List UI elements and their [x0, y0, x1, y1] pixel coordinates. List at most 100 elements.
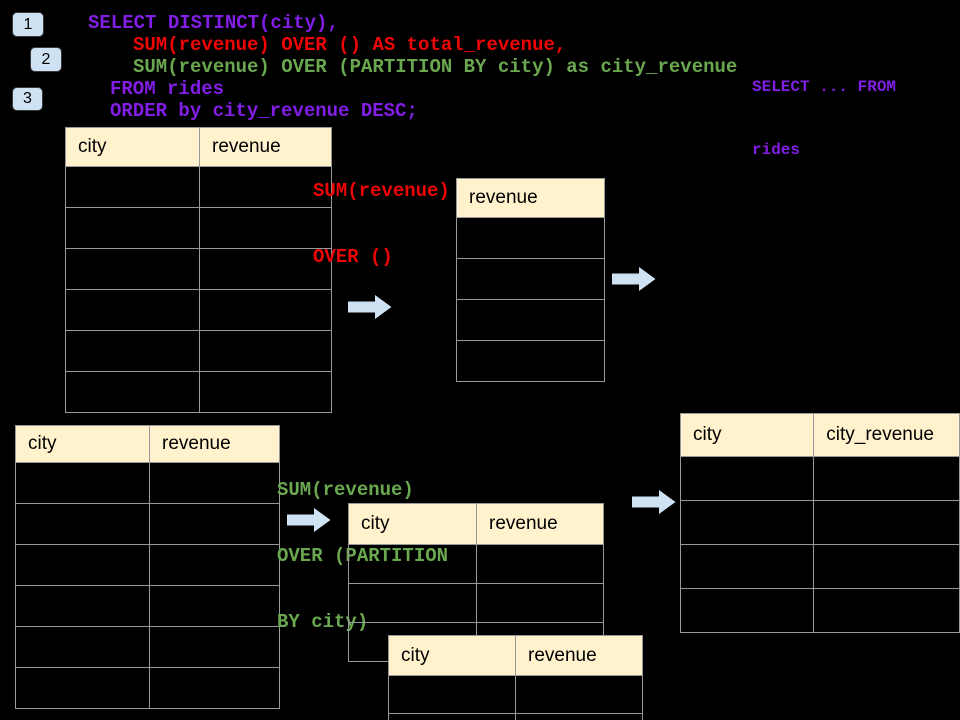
- sql-partition-line: SUM(revenue) OVER (PARTITION BY city) as…: [133, 56, 738, 78]
- empty-cell: [65, 207, 200, 249]
- flow-arrow-icon: [287, 508, 331, 532]
- empty-cell: [456, 299, 605, 341]
- column-header-revenue: revenue: [476, 503, 604, 545]
- empty-cell: [456, 217, 605, 259]
- table-row: [348, 583, 604, 623]
- empty-cell: [15, 462, 150, 504]
- empty-cell: [15, 585, 150, 627]
- empty-cell: [199, 166, 332, 208]
- empty-cell: [15, 626, 150, 668]
- table-row: [679, 588, 960, 633]
- empty-cell: [813, 588, 960, 633]
- empty-cell: [679, 456, 815, 501]
- flow-arrow-icon: [348, 295, 392, 319]
- empty-cell: [65, 330, 200, 372]
- table-row: [65, 248, 332, 290]
- table-row: [679, 500, 960, 545]
- step-badge-3: 3: [12, 87, 43, 111]
- empty-cell: [199, 248, 332, 290]
- column-header-revenue: revenue: [149, 425, 280, 463]
- flow-arrow-icon: [612, 267, 656, 291]
- empty-cell: [149, 462, 280, 504]
- empty-cell: [476, 544, 604, 584]
- table-row: [15, 626, 280, 668]
- table-row: [15, 462, 280, 504]
- empty-cell: [515, 713, 643, 720]
- step-badge-2: 2: [30, 47, 62, 72]
- step-badge-label: 1: [23, 15, 33, 33]
- empty-cell: [199, 289, 332, 331]
- empty-cell: [65, 371, 200, 413]
- table-row: [65, 289, 332, 331]
- empty-cell: [15, 544, 150, 586]
- annotation-line: SUM(revenue): [277, 479, 414, 501]
- table-row: [65, 330, 332, 372]
- empty-cell: [388, 675, 516, 714]
- table-rides-source-top: city revenue: [65, 127, 332, 413]
- empty-cell: [813, 456, 960, 501]
- table-city-revenue-result: city city_revenue: [679, 413, 960, 633]
- column-header-city: city: [65, 127, 200, 167]
- annotation-line: SUM(revenue): [313, 180, 450, 202]
- empty-cell: [679, 588, 815, 633]
- column-header-revenue: revenue: [515, 635, 643, 676]
- empty-cell: [348, 583, 477, 623]
- table-row: [388, 675, 643, 714]
- column-header-city: city: [679, 413, 815, 457]
- column-header-city: city: [388, 635, 516, 676]
- table-row: [679, 456, 960, 501]
- empty-cell: [388, 713, 516, 720]
- step-badge-1: 1: [12, 12, 44, 37]
- table-row: [15, 585, 280, 627]
- empty-cell: [149, 626, 280, 668]
- empty-cell: [813, 500, 960, 545]
- empty-cell: [65, 166, 200, 208]
- empty-cell: [199, 330, 332, 372]
- empty-cell: [456, 340, 605, 382]
- table-row: [348, 544, 604, 584]
- empty-cell: [476, 583, 604, 623]
- column-header-revenue: revenue: [456, 178, 605, 218]
- empty-cell: [515, 675, 643, 714]
- empty-cell: [65, 248, 200, 290]
- table-row: [15, 544, 280, 586]
- column-header-city-revenue: city_revenue: [813, 413, 960, 457]
- empty-cell: [149, 667, 280, 709]
- empty-cell: [679, 544, 815, 589]
- empty-cell: [15, 503, 150, 545]
- table-row: [65, 166, 332, 208]
- corner-note: SELECT ... FROM rides: [752, 35, 896, 203]
- column-header-city: city: [15, 425, 150, 463]
- table-rides-source-bottom: city revenue: [15, 425, 280, 709]
- corner-note-line2: rides: [752, 141, 801, 159]
- empty-cell: [679, 500, 815, 545]
- table-row: [679, 544, 960, 589]
- sql-order-line: ORDER by city_revenue DESC;: [110, 100, 418, 122]
- table-row: [456, 258, 605, 300]
- annotation-line: OVER (): [313, 246, 393, 268]
- table-row: [15, 503, 280, 545]
- flow-arrow-icon: [632, 490, 676, 514]
- empty-cell: [348, 544, 477, 584]
- empty-cell: [149, 503, 280, 545]
- table-revenue-window: revenue: [456, 178, 605, 382]
- empty-cell: [15, 667, 150, 709]
- sql-from-line: FROM rides: [110, 78, 225, 100]
- table-row: [65, 371, 332, 413]
- empty-cell: [149, 544, 280, 586]
- empty-cell: [149, 585, 280, 627]
- empty-cell: [65, 289, 200, 331]
- table-row: [15, 667, 280, 709]
- empty-cell: [199, 207, 332, 249]
- table-row: [456, 217, 605, 259]
- step-badge-label: 2: [41, 50, 51, 68]
- empty-cell: [813, 544, 960, 589]
- table-row: [456, 299, 605, 341]
- annotation-total-window: SUM(revenue) OVER (): [313, 136, 450, 312]
- table-partition-overlay: city revenue: [388, 635, 643, 720]
- table-row: [388, 713, 643, 720]
- step-badge-label: 3: [23, 90, 32, 107]
- column-header-revenue: revenue: [199, 127, 332, 167]
- empty-cell: [456, 258, 605, 300]
